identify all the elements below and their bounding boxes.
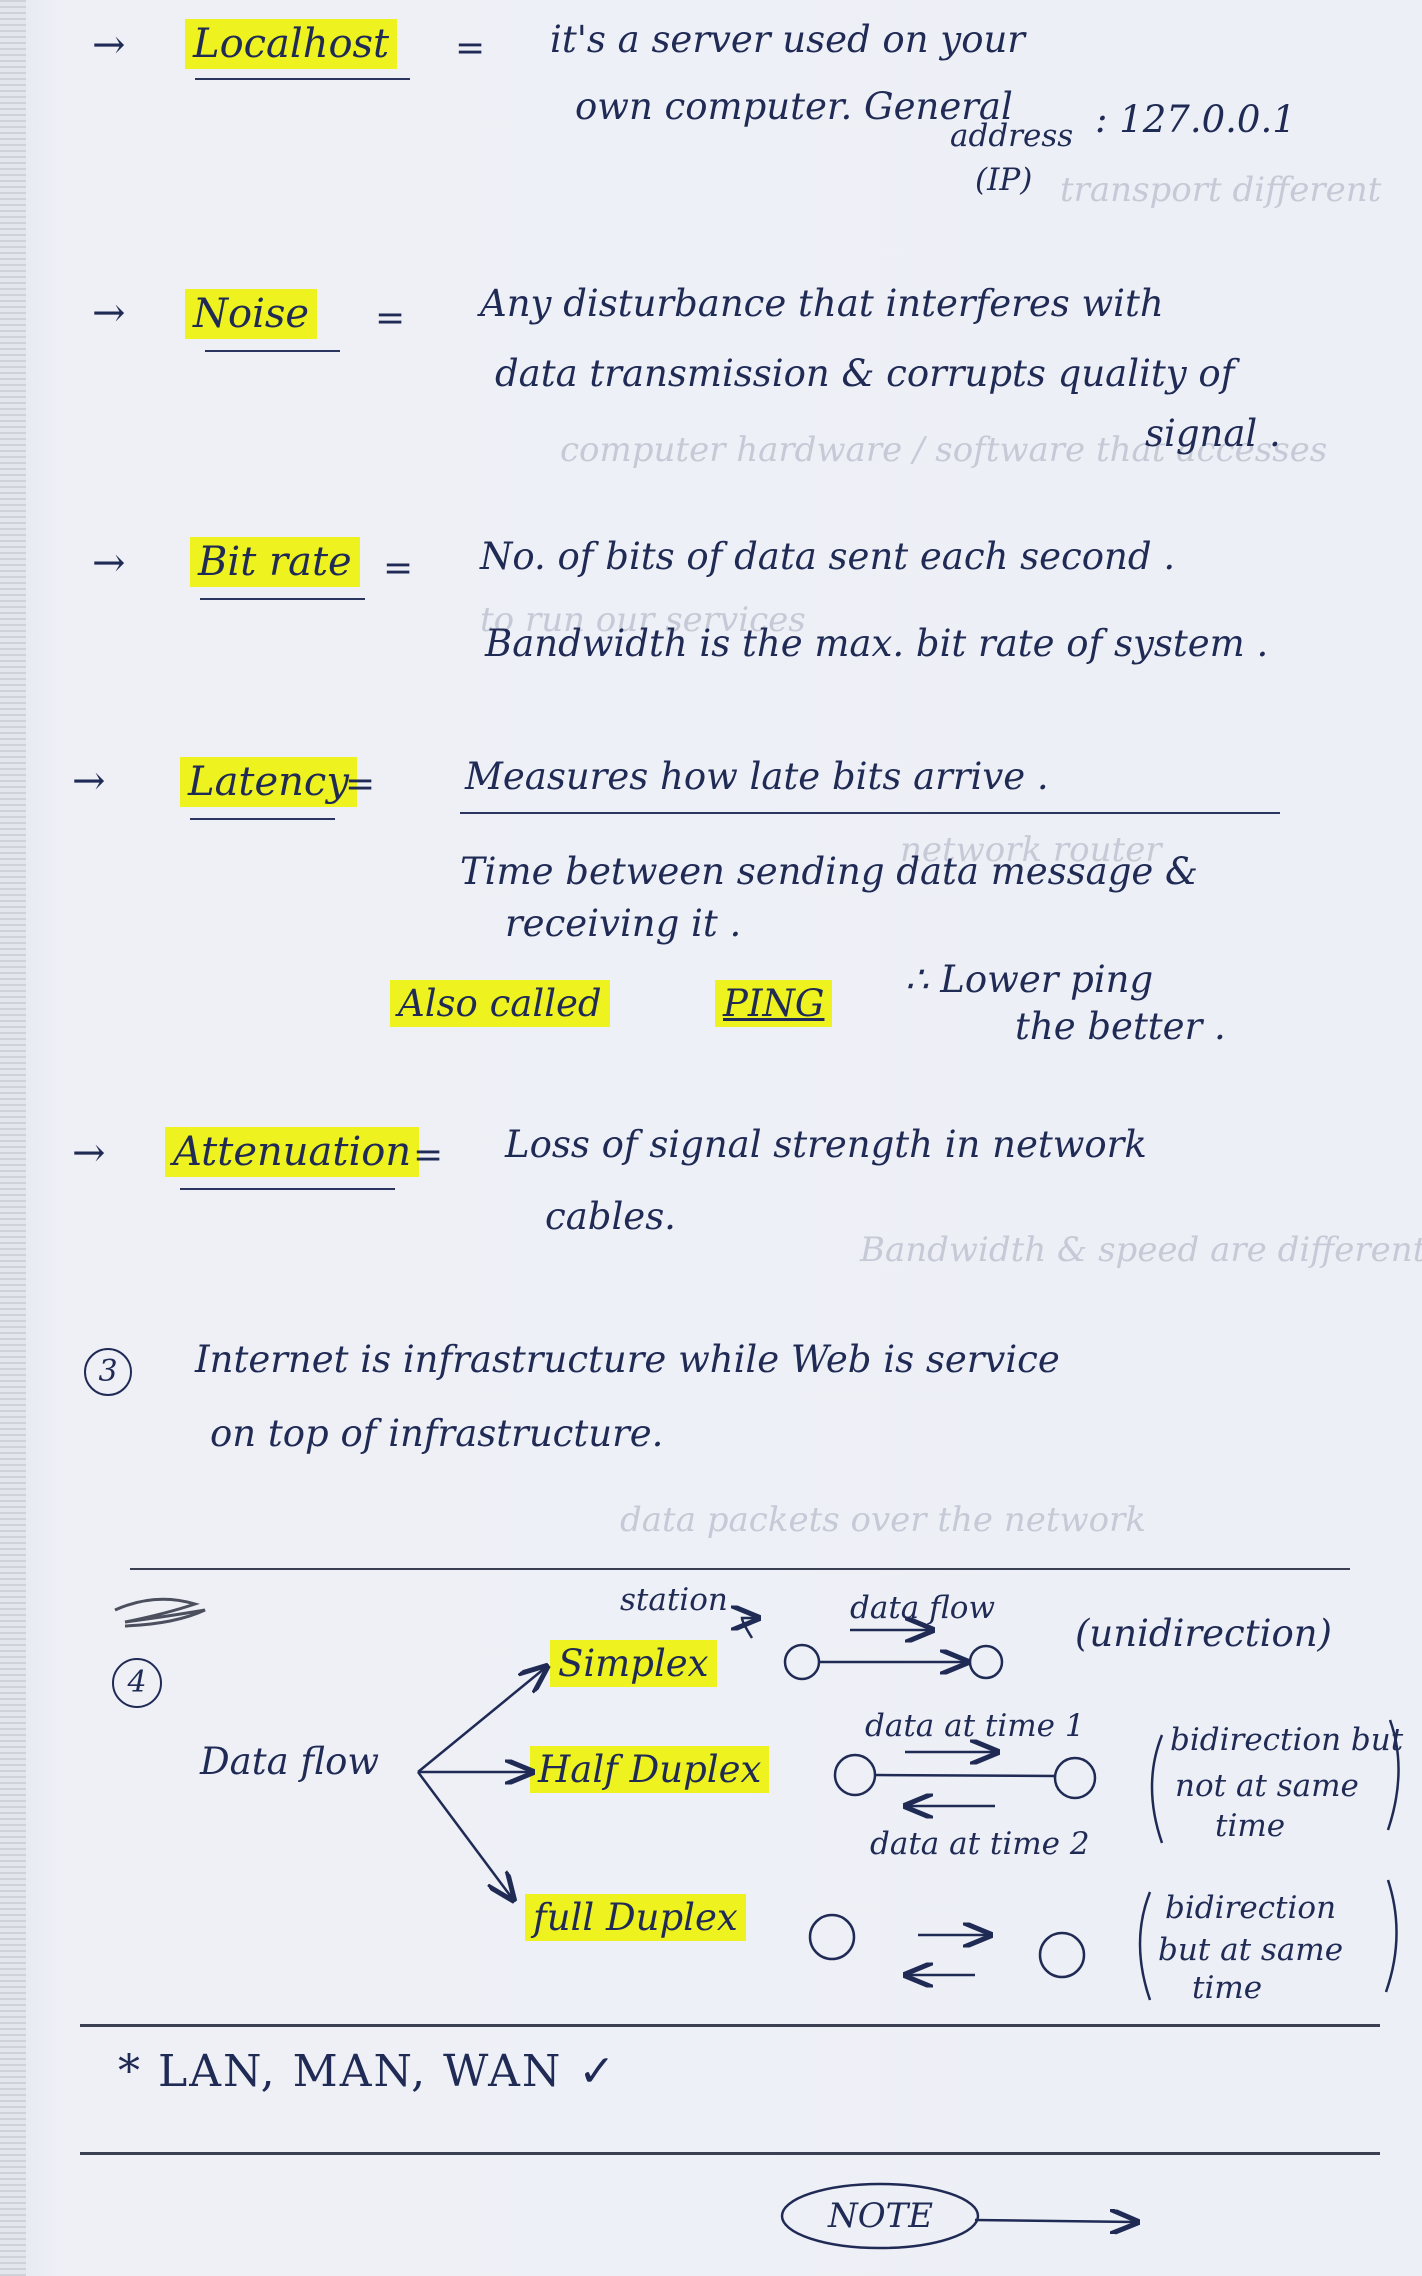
equals-sign: = <box>383 548 414 589</box>
term-attenuation: Attenuation <box>165 1127 420 1177</box>
bullet-arrow: → <box>72 758 106 804</box>
mode-description: not at same <box>1175 1768 1359 1804</box>
equals-sign: = <box>345 764 376 805</box>
station-node <box>808 1913 856 1961</box>
term-noise: Noise <box>185 289 318 339</box>
half-duplex-top-label: data at time 1 <box>865 1708 1085 1744</box>
ping-label: PING <box>715 980 833 1027</box>
definition-line: receiving it . <box>505 902 742 945</box>
bracket <box>1138 1891 1152 2001</box>
term-localhost: Localhost <box>185 19 398 69</box>
mode-description: bidirection but <box>1170 1722 1404 1758</box>
divider <box>80 2152 1380 2155</box>
station-node <box>1038 1931 1086 1979</box>
ping-note: ∴ Lower ping <box>905 958 1154 1001</box>
station-node <box>783 1643 821 1681</box>
bullet-arrow: → <box>72 1130 106 1176</box>
station-node <box>1053 1756 1097 1800</box>
note-arrow <box>974 2220 1135 2222</box>
station-pointer <box>742 1618 756 1639</box>
data-flow-root: Data flow <box>200 1740 380 1783</box>
definition-line: No. of bits of data sent each second . <box>480 535 1176 578</box>
mode-description: but at same <box>1158 1932 1344 1968</box>
branch-arrow <box>417 1668 545 1773</box>
station-node <box>968 1644 1004 1680</box>
definition-line: Bandwidth is the max. bit rate of system… <box>485 622 1269 665</box>
divider <box>130 1568 1350 1570</box>
term-latency: Latency <box>180 757 357 807</box>
network-types-line: * LAN, MAN, WAN ✓ <box>118 2046 618 2097</box>
definition-line: Any disturbance that interferes with <box>480 282 1164 325</box>
branch-arrow <box>416 1771 512 1898</box>
note-label: NOTE <box>828 2196 934 2236</box>
term-bit-rate: Bit rate <box>190 537 360 587</box>
scribble <box>114 1597 206 1628</box>
point-number: 3 <box>84 1348 132 1396</box>
station-node <box>833 1753 877 1797</box>
mode-description: (unidirection) <box>1075 1612 1332 1655</box>
link-line <box>874 1773 1056 1778</box>
mode-description: time <box>1215 1808 1286 1844</box>
point3-line: on top of infrastructure. <box>210 1412 664 1455</box>
definition-line: Measures how late bits arrive . <box>465 755 1049 798</box>
equals-sign: = <box>455 28 486 69</box>
ip-address: : 127.0.0.1 <box>1095 98 1296 141</box>
ping-note: the better . <box>1015 1005 1226 1048</box>
bullet-arrow: → <box>92 540 126 586</box>
bracket <box>1384 1879 1398 1993</box>
definition-line: cables. <box>545 1195 676 1238</box>
definition-line: (IP) <box>975 162 1033 198</box>
page-edge <box>0 0 26 2276</box>
mode-full-duplex: full Duplex <box>525 1894 746 1941</box>
half-duplex-bottom-label: data at time 2 <box>870 1826 1090 1862</box>
station-label: station <box>620 1582 728 1618</box>
note-oval <box>780 2182 980 2250</box>
mode-description: time <box>1192 1970 1263 2006</box>
definition-line: it's a server used on your <box>550 18 1025 61</box>
equals-sign: = <box>375 298 406 339</box>
definition-line: Time between sending data message & <box>460 850 1198 893</box>
mode-simplex: Simplex <box>550 1640 717 1687</box>
definition-line: data transmission & corrupts quality of <box>495 352 1235 395</box>
bullet-arrow: → <box>92 290 126 336</box>
definition-line: address <box>950 118 1074 154</box>
mode-description: bidirection <box>1165 1890 1337 1926</box>
mode-half-duplex: Half Duplex <box>530 1746 770 1793</box>
bullet-arrow: → <box>92 22 126 68</box>
divider <box>80 2024 1380 2027</box>
also-called-label: Also called <box>390 980 610 1027</box>
bracket <box>1150 1734 1164 1844</box>
bracket <box>1386 1719 1400 1831</box>
definition-line: signal . <box>1145 412 1281 455</box>
point-number: 4 <box>112 1658 162 1708</box>
definition-line: Loss of signal strength in network <box>505 1123 1147 1166</box>
point3-line: Internet is infrastructure while Web is … <box>195 1338 1060 1381</box>
equals-sign: = <box>413 1135 444 1176</box>
definition-line: own computer. General <box>575 85 1013 128</box>
